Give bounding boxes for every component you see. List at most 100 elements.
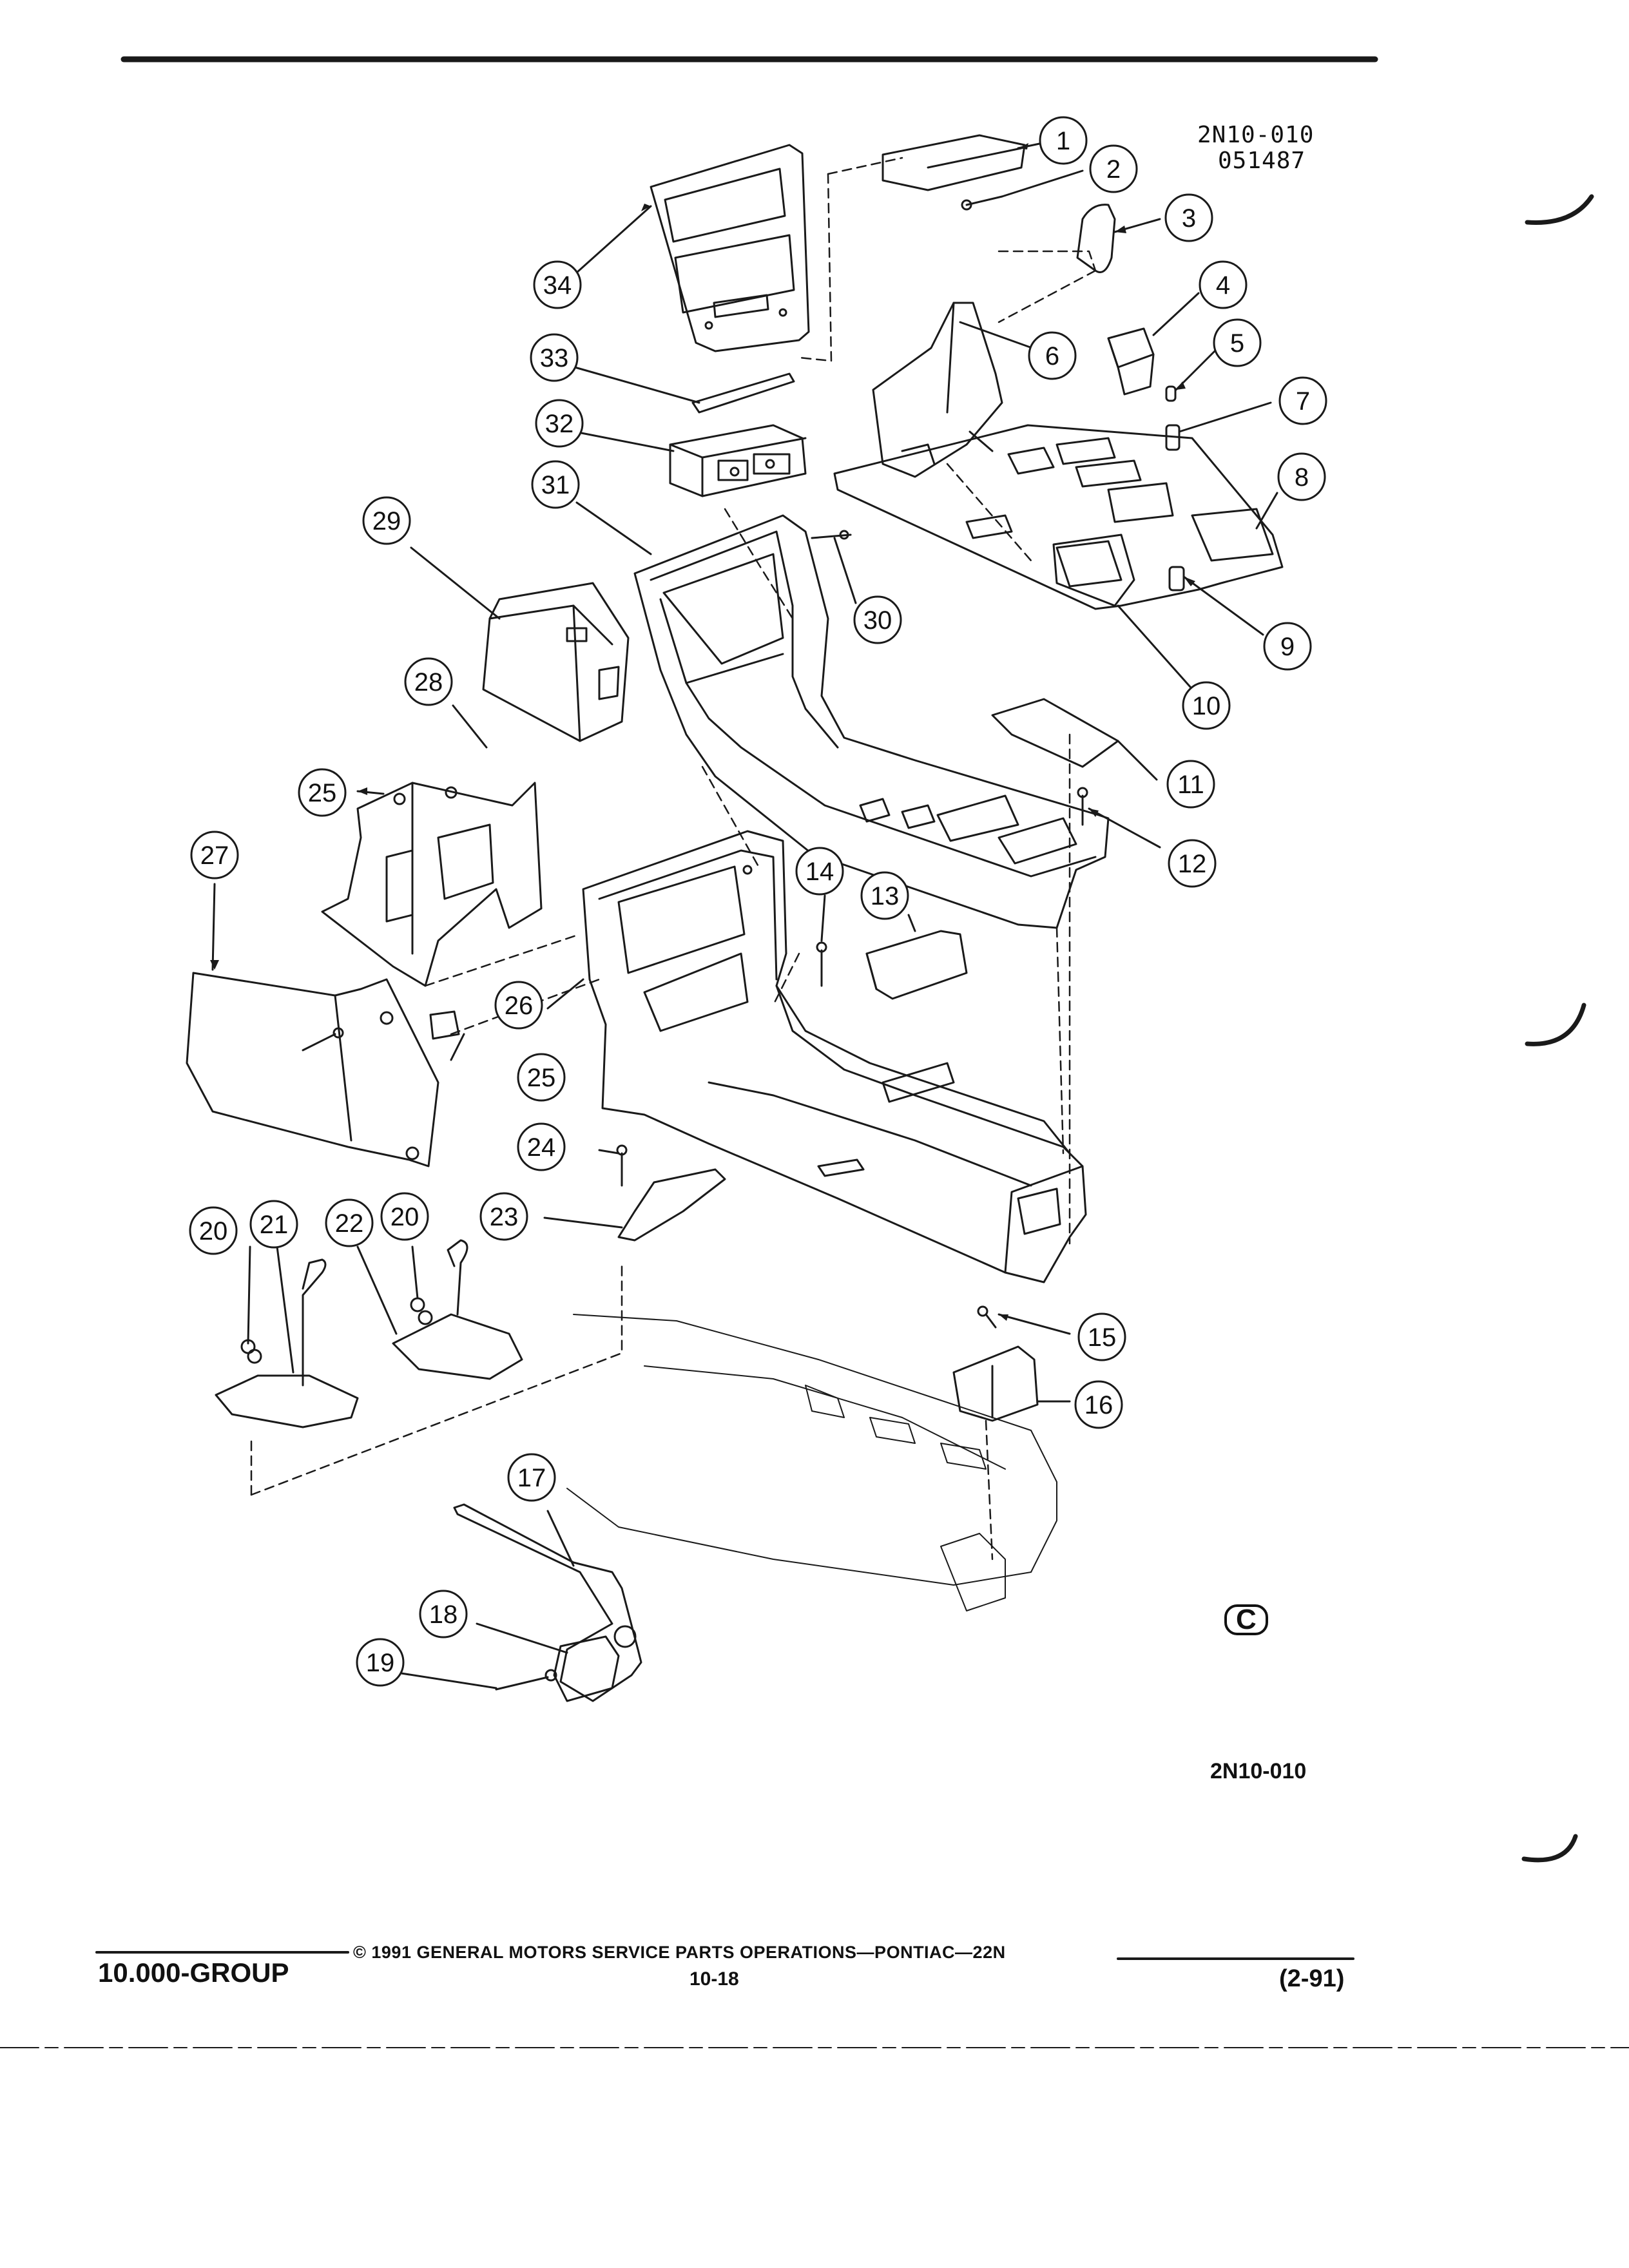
part-shift-knob	[1076, 204, 1116, 273]
callout-label: 20	[390, 1203, 419, 1231]
callout-label: 15	[1088, 1323, 1117, 1352]
part-faceplate	[650, 144, 810, 352]
part-module-29	[482, 582, 630, 742]
callout-3	[1164, 193, 1213, 242]
edge-mark	[1521, 1834, 1578, 1863]
part-clip-25	[429, 1010, 460, 1040]
callout-label: 17	[517, 1464, 546, 1492]
callout-20b	[380, 1192, 429, 1241]
part-ashtray	[1107, 327, 1155, 396]
callout-numbers: 1 2 3 4 5 6 7 8 9 10 11 12 13 14 15 16 1…	[199, 127, 1310, 1677]
footer-group-label: 10.000-GROUP	[98, 1957, 289, 1988]
callout-label: 6	[1045, 342, 1059, 370]
callout-label: 29	[372, 507, 401, 535]
callout-label: 31	[541, 471, 570, 499]
callout-label: 34	[543, 271, 572, 300]
callout-24	[517, 1122, 566, 1171]
callout-9	[1263, 622, 1312, 671]
callout-19	[356, 1638, 405, 1687]
callout-label: 27	[200, 841, 229, 870]
leader-lines	[211, 142, 1278, 1689]
callout-6	[1028, 331, 1077, 380]
callout-label: 32	[545, 410, 574, 438]
screw-2	[961, 195, 1003, 211]
footer-copyright: © 1991 GENERAL MOTORS SERVICE PARTS OPER…	[353, 1943, 1006, 1962]
part-bracket-28	[321, 782, 543, 987]
callout-circles	[189, 116, 1327, 1687]
callout-label: 22	[335, 1209, 364, 1238]
callout-31	[531, 460, 580, 509]
screw-19	[495, 1669, 557, 1691]
part-console-upper	[633, 514, 1110, 929]
part-bracket-33	[691, 372, 795, 414]
callout-label: 13	[871, 882, 900, 910]
callout-25	[298, 768, 347, 817]
leader-arrowheads	[210, 143, 1195, 1321]
callout-10	[1182, 681, 1231, 730]
screw-30	[811, 530, 852, 540]
callout-label: 5	[1230, 329, 1244, 358]
callout-14	[795, 847, 844, 896]
figure-id-label: 2N10-010	[1210, 1759, 1307, 1783]
callout-label: 12	[1178, 850, 1207, 878]
callout-13	[860, 871, 909, 920]
callout-label: 10	[1192, 692, 1221, 720]
part-shifter-22	[392, 1239, 523, 1380]
screw-15	[977, 1305, 997, 1329]
callout-label: 16	[1084, 1391, 1113, 1419]
callout-4	[1199, 260, 1248, 309]
callout-label: 9	[1280, 633, 1295, 661]
callout-5	[1213, 318, 1262, 367]
callout-22	[325, 1198, 374, 1247]
callout-30	[853, 595, 902, 644]
callout-label: 2	[1106, 155, 1121, 184]
callout-label: 14	[805, 858, 834, 886]
callout-label: 3	[1182, 204, 1196, 233]
callout-label: 26	[505, 992, 534, 1020]
callout-8	[1277, 452, 1326, 501]
callout-label: 28	[414, 668, 443, 697]
callout-16	[1074, 1380, 1123, 1429]
callout-28	[404, 657, 453, 706]
part-bulb-5	[1165, 385, 1177, 402]
callout-33	[530, 333, 579, 382]
part-panel-10	[1052, 533, 1135, 607]
callout-label: 33	[540, 344, 569, 372]
edge-mark	[1525, 1003, 1586, 1046]
part-bezel-1	[882, 134, 1026, 191]
screw	[302, 1027, 344, 1052]
callout-label: 23	[490, 1203, 519, 1231]
part-radio-unit	[669, 424, 807, 497]
part-end-panel	[186, 972, 439, 1168]
part-console-lower	[582, 830, 1087, 1283]
callout-label: 25	[527, 1064, 556, 1092]
screw-24	[616, 1144, 628, 1187]
copyright-c-logo: C	[1224, 1604, 1268, 1635]
floor-pan	[566, 1314, 1057, 1611]
callout-label: 8	[1295, 463, 1309, 492]
callout-label: 19	[366, 1649, 395, 1677]
callout-15	[1077, 1312, 1126, 1361]
footer-page-number: 10-18	[689, 1968, 739, 1990]
callout-25b	[517, 1053, 566, 1102]
callout-11	[1166, 760, 1215, 809]
callout-32	[535, 399, 584, 448]
callout-26	[494, 981, 543, 1030]
callout-2	[1089, 144, 1138, 193]
part-shift-boot	[872, 302, 1003, 478]
callout-34	[533, 260, 582, 309]
part-nut-20	[410, 1297, 425, 1312]
part-bracket-16	[952, 1345, 1039, 1422]
screw-14	[816, 941, 827, 987]
callout-label: 18	[429, 1600, 458, 1629]
callout-23	[479, 1192, 528, 1241]
part-bracket-18	[553, 1635, 620, 1702]
callout-label: 7	[1296, 387, 1310, 416]
callout-20	[189, 1206, 238, 1255]
callout-label: 21	[260, 1211, 289, 1239]
callout-12	[1168, 839, 1217, 888]
callout-1	[1039, 116, 1088, 165]
callout-label: 20	[199, 1217, 228, 1245]
callout-label: 24	[527, 1133, 556, 1162]
